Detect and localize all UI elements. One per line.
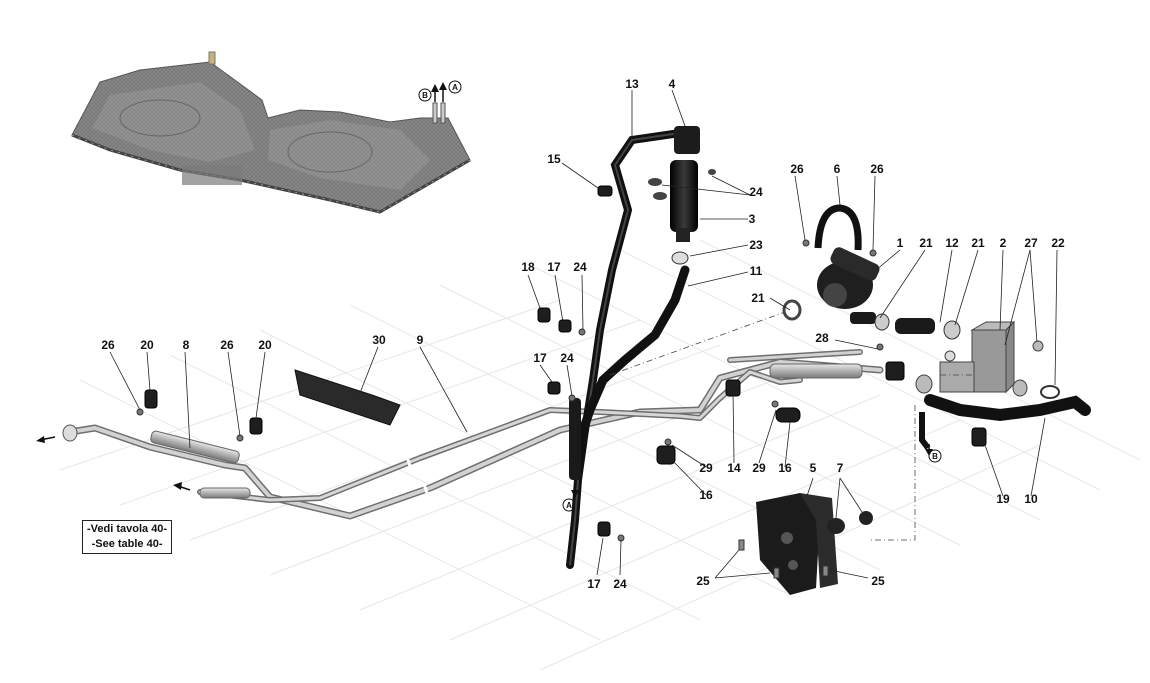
callout-29b: 29 [752, 461, 766, 475]
hose-elbow [919, 412, 931, 450]
callout-21c: 21 [751, 291, 765, 305]
callout-30: 30 [372, 333, 386, 347]
callout-26b: 26 [870, 162, 884, 176]
pipe-sleeve-2 [199, 487, 251, 499]
callout-25a: 25 [696, 574, 710, 588]
mounting-bracket-5 [756, 493, 873, 595]
fuel-tank [71, 51, 471, 214]
callout-3: 3 [749, 212, 756, 226]
callout-20b: 20 [258, 338, 272, 352]
callout-26c: 26 [101, 338, 115, 352]
hose-sleeve-12 [782, 299, 961, 340]
reference-note-line-2: -See table 40- [91, 538, 163, 550]
svg-text:B: B [422, 91, 428, 100]
callout-4: 4 [669, 77, 676, 91]
callout-12: 12 [945, 236, 959, 250]
callout-17b: 17 [533, 351, 547, 365]
callout-21a: 21 [919, 236, 933, 250]
callout-26a: 26 [790, 162, 804, 176]
svg-text:A: A [566, 501, 572, 510]
callout-24a: 24 [749, 185, 763, 199]
pipe-sleeve [150, 430, 240, 464]
pipe-end-fitting [36, 424, 191, 491]
callout-26d: 26 [220, 338, 234, 352]
callout-2: 2 [1000, 236, 1007, 250]
callout-17c: 17 [587, 577, 601, 591]
mounting-strap [814, 204, 862, 251]
reference-note: -Vedi tavola 40- -See table 40- [82, 520, 173, 554]
callout-18: 18 [521, 260, 535, 274]
steel-pipe-lines [66, 349, 884, 520]
callout-22: 22 [1051, 236, 1065, 250]
fuel-hose-11 [573, 265, 690, 475]
electric-pump [817, 247, 880, 324]
marker-b-top: B [418, 88, 432, 102]
callout-23: 23 [749, 238, 763, 252]
callout-1: 1 [897, 236, 904, 250]
fuel-filter-assembly [648, 126, 716, 265]
callout-9: 9 [417, 333, 424, 347]
quick-connector [569, 398, 581, 480]
callout-16a: 16 [778, 461, 792, 475]
callout-6: 6 [834, 162, 841, 176]
callout-14: 14 [727, 461, 741, 475]
callout-28: 28 [815, 331, 829, 345]
callout-17a: 17 [547, 260, 561, 274]
reference-lines [609, 311, 975, 541]
callout-8: 8 [183, 338, 190, 352]
bolts-25 [738, 539, 829, 579]
callout-20a: 20 [140, 338, 154, 352]
callout-numbers: 13 4 15 24 3 23 11 26 6 26 1 21 12 21 2 … [101, 77, 1065, 591]
svg-text:B: B [932, 452, 938, 461]
marker-a-top: A [448, 80, 462, 94]
reference-note-line-1: -Vedi tavola 40- [87, 523, 168, 535]
callout-7: 7 [837, 461, 844, 475]
callout-24d: 24 [613, 577, 627, 591]
heat-exchanger [915, 320, 1044, 397]
callout-24c: 24 [560, 351, 574, 365]
callout-15: 15 [547, 152, 561, 166]
callout-29a: 29 [699, 461, 713, 475]
callout-24b: 24 [573, 260, 587, 274]
callout-19: 19 [996, 492, 1010, 506]
hose-clamp-22 [1040, 385, 1060, 399]
callout-25b: 25 [871, 574, 885, 588]
leader-lines [109, 89, 1058, 579]
callout-27: 27 [1024, 236, 1038, 250]
coolant-hose-10 [924, 394, 1091, 422]
svg-text:A: A [452, 83, 458, 92]
callout-11: 11 [750, 264, 763, 278]
pipe-break-marks [405, 455, 430, 497]
heat-shield [294, 369, 401, 426]
small-screws [136, 239, 884, 542]
pipe-sleeve-3 [769, 363, 863, 379]
callout-16b: 16 [699, 488, 713, 502]
callout-5: 5 [810, 461, 817, 475]
callout-21b: 21 [971, 236, 985, 250]
clips-and-grommets [144, 185, 987, 537]
callout-10: 10 [1024, 492, 1038, 506]
callout-13: 13 [625, 77, 639, 91]
